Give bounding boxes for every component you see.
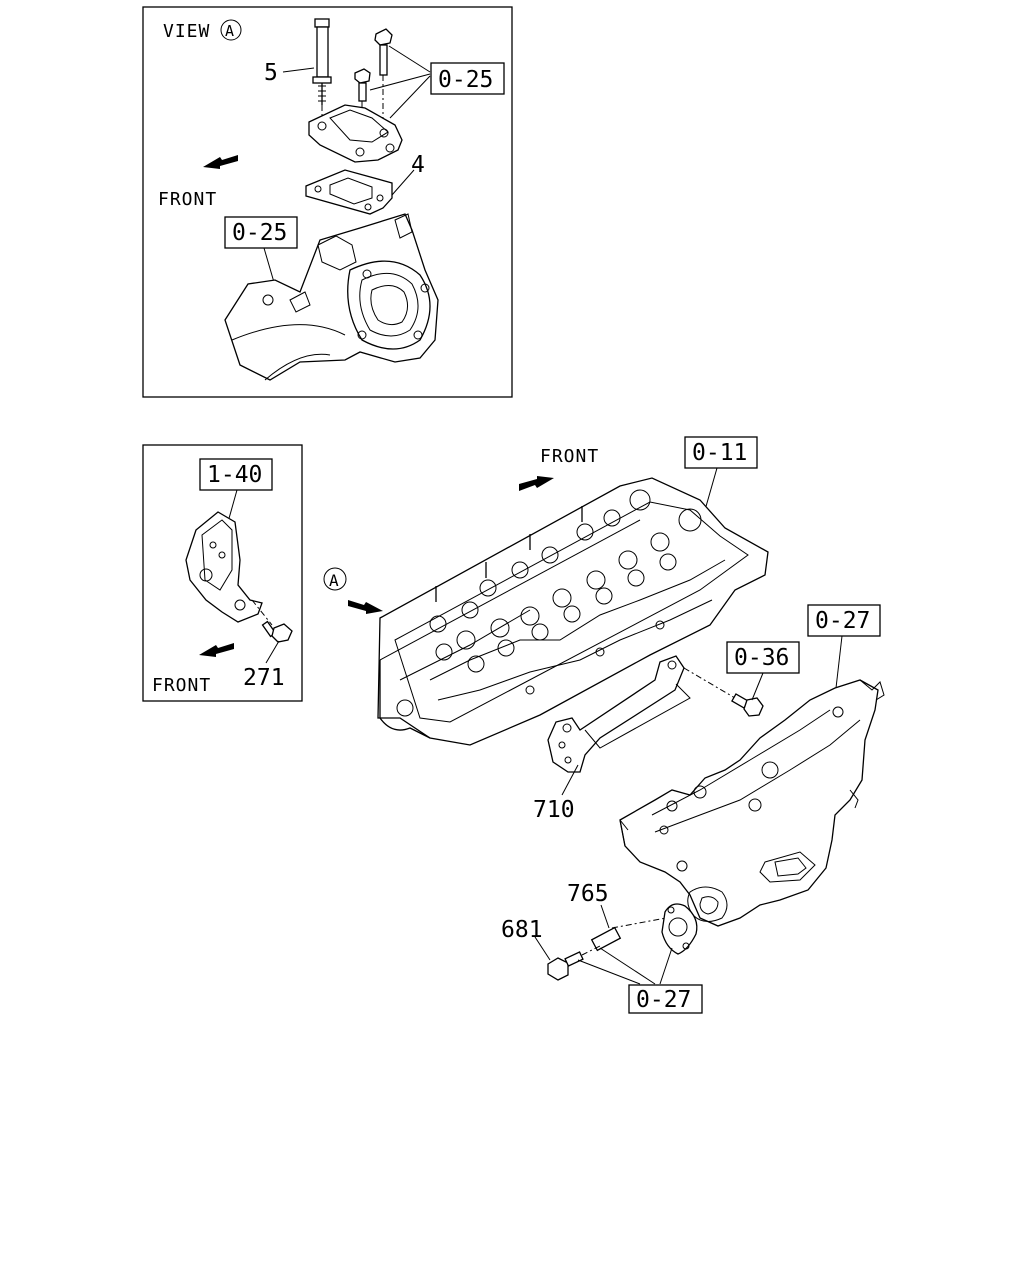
long-bolt-icon: [312, 18, 332, 122]
main-assembly: FRONT A 0-11: [323, 436, 885, 1014]
main-front-label: FRONT: [540, 446, 599, 467]
ref-housing: 0-25: [232, 220, 287, 246]
housing-icon: [224, 213, 439, 381]
front-arrow-icon: [203, 155, 238, 169]
bolt-271-icon: [251, 599, 293, 643]
label-bracket-710: 710: [533, 797, 575, 823]
label-stud-765: 765: [567, 881, 609, 907]
detail-panel: 1-40 271 FRONT: [142, 444, 303, 702]
view-a-title-circle: [220, 19, 242, 41]
label-bolt-271: 271: [243, 665, 285, 691]
view-a-marker-circle: [323, 567, 347, 591]
view-a-title: VIEW: [163, 21, 210, 42]
view-a-panel: VIEW A FRONT 5: [142, 6, 513, 398]
exhaust-manifold-icon: [619, 679, 885, 927]
ref-fasteners: 0-25: [438, 67, 493, 93]
label-bolt-5: 5: [264, 60, 278, 86]
detail-front-label: FRONT: [152, 675, 211, 696]
ref-box-fasteners: [430, 62, 505, 95]
bracket-710-icon: [547, 655, 691, 773]
main-front-arrow-icon: [519, 476, 554, 491]
nut-681-icon: [547, 945, 601, 981]
cylinder-head-icon: [377, 477, 769, 746]
detail-front-arrow-icon: [199, 643, 234, 657]
view-a-arrow-icon: [348, 600, 383, 614]
lifting-bracket-icon: [185, 511, 263, 623]
view-a-frame: [142, 6, 513, 398]
leader-gasket-4: [391, 169, 415, 196]
view-a-marker-letter: A: [329, 571, 339, 590]
leader-bolt-5: [282, 67, 315, 73]
ref-detail: 1-40: [207, 462, 262, 488]
ref-studs: 0-27: [636, 987, 691, 1013]
ref-manifold: 0-27: [815, 608, 870, 634]
ref-cylinder-head: 0-11: [692, 440, 747, 466]
gasket-icon: [305, 169, 393, 215]
detail-frame: [142, 444, 303, 702]
ref-bracket-bolt: 0-36: [734, 645, 789, 671]
label-nut-681: 681: [501, 917, 543, 943]
ref-box-manifold: [807, 604, 881, 637]
ref-box-cylinder-head: [684, 436, 758, 469]
stud-765-icon: [590, 917, 667, 952]
view-a-front-label: FRONT: [158, 189, 217, 210]
bolt-0-36-icon: [683, 667, 764, 717]
ref-box-detail: [199, 458, 273, 491]
ref-box-housing: [224, 216, 298, 249]
ref-box-studs: [628, 984, 703, 1014]
flange-gasket-icon: [661, 903, 698, 955]
outlet-cover-icon: [308, 104, 403, 163]
view-a-title-letter: A: [225, 22, 234, 40]
label-gasket-4: 4: [411, 152, 425, 178]
